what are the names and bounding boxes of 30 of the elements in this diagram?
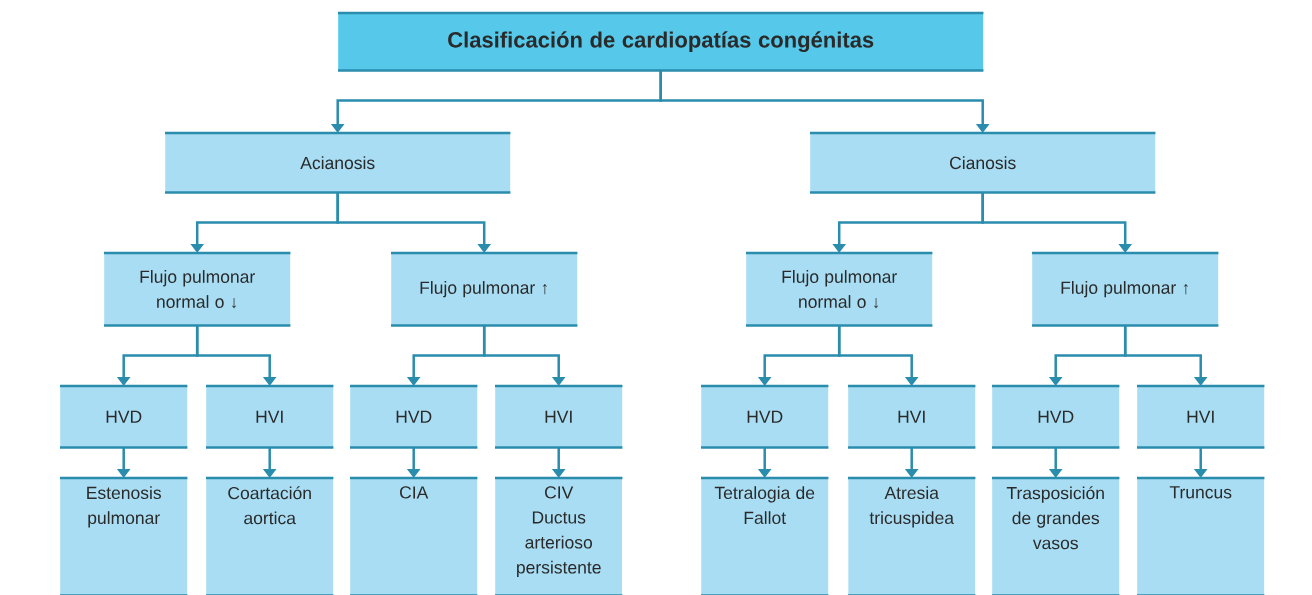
process-box: Coartación aortica — [206, 476, 334, 595]
arrow — [195, 325, 277, 386]
process-box: Cianosis — [810, 131, 1156, 194]
process-box: HVI — [206, 384, 334, 449]
process-box: HVI — [495, 384, 623, 449]
process-box: HVD — [992, 384, 1120, 449]
process-box: HVD — [701, 384, 829, 449]
process-box: Atresia tricuspidea — [848, 476, 976, 595]
process-box: Clasificación de cardiopatías congénitas — [338, 11, 984, 72]
arrow — [1123, 325, 1208, 386]
process-box: HVD — [60, 384, 188, 449]
process-box: Acianosis — [165, 131, 511, 194]
process-box: Trasposición de grandes vasos — [992, 476, 1120, 595]
process-box: CIA — [350, 476, 478, 595]
process-box: Tetralogia de Fallot — [701, 476, 829, 595]
arrow — [659, 70, 990, 133]
arrow — [981, 192, 1133, 253]
process-box: Truncus — [1137, 476, 1265, 595]
process-box: Flujo pulmonar ↑ — [391, 251, 578, 327]
arrow — [482, 325, 566, 386]
process-box: Flujo pulmonar ↑ — [1032, 251, 1219, 327]
process-box: HVI — [1137, 384, 1265, 449]
process-box: Flujo pulmonar normal o ↓ — [746, 251, 933, 327]
process-box: HVI — [848, 384, 976, 449]
process-box: CIV Ductus arterioso persistente — [495, 476, 623, 595]
process-box: HVD — [350, 384, 478, 449]
arrow — [336, 192, 492, 253]
process-box: Estenosis pulmonar — [60, 476, 188, 595]
arrow — [837, 325, 919, 386]
process-box: Flujo pulmonar normal o ↓ — [104, 251, 291, 327]
